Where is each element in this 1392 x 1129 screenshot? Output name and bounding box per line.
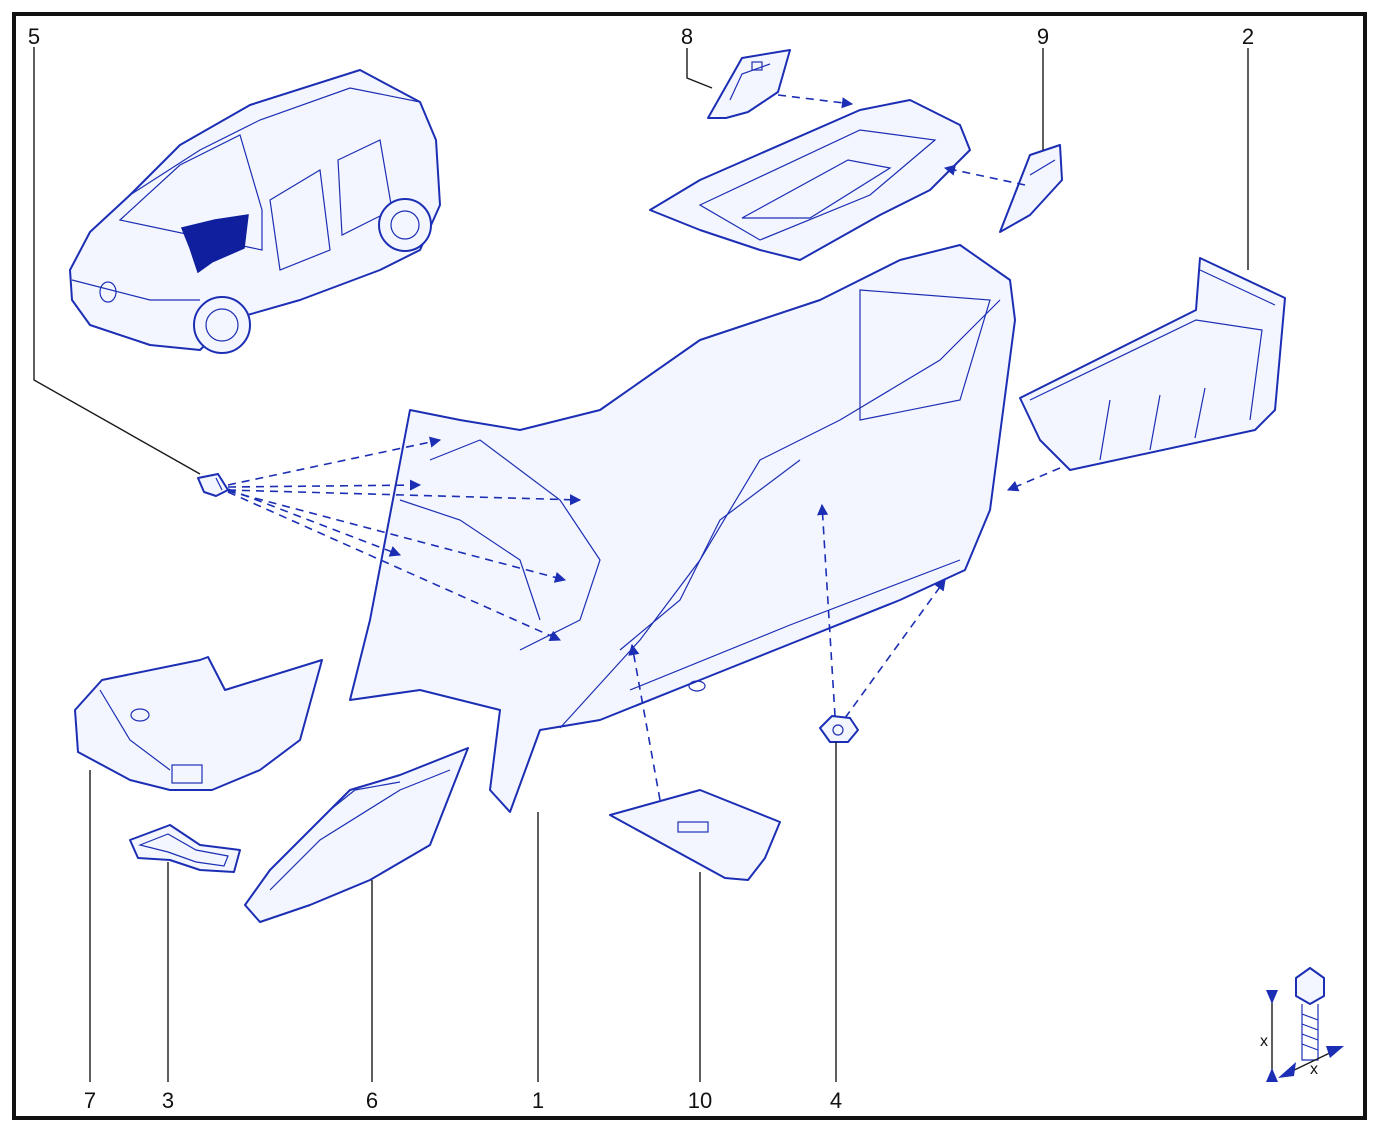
part-1-console-body	[349, 244, 1016, 813]
callout-label: 9	[1037, 24, 1049, 49]
callout-label: 3	[162, 1088, 174, 1113]
part-7-front-panel	[74, 656, 323, 791]
diagram-frame	[12, 12, 1367, 1120]
callout-label: 10	[688, 1088, 712, 1113]
vehicle-thumbnail	[69, 69, 441, 354]
width-mark: x	[1310, 1061, 1318, 1078]
part-2-storage-tray	[1019, 257, 1286, 471]
callout-label: 2	[1242, 24, 1254, 49]
leader-lines	[33, 47, 1249, 1082]
callout-label: 4	[830, 1088, 842, 1113]
assembly-arrows	[227, 94, 1061, 801]
part-6-side-cover	[244, 747, 469, 923]
callout-label: 1	[532, 1088, 544, 1113]
callout-label: 8	[681, 24, 693, 49]
part-8-trim-piece	[707, 49, 791, 119]
part-4-nut	[819, 715, 859, 743]
console-location-highlight	[180, 214, 249, 274]
upper-frame	[649, 99, 971, 261]
callout-label: 5	[28, 24, 40, 49]
length-mark: x	[1260, 1033, 1268, 1050]
callout-labels: 5 8 9 2 7 3 6 1 10 4	[28, 24, 1254, 1113]
fastener-legend: x x	[1260, 967, 1344, 1082]
part-5-clip	[197, 473, 229, 497]
callout-label: 6	[366, 1088, 378, 1113]
part-9-trim-piece	[999, 144, 1063, 233]
callout-label: 7	[84, 1088, 96, 1113]
part-3-gasket	[129, 824, 241, 873]
part-10-mat	[609, 789, 781, 881]
